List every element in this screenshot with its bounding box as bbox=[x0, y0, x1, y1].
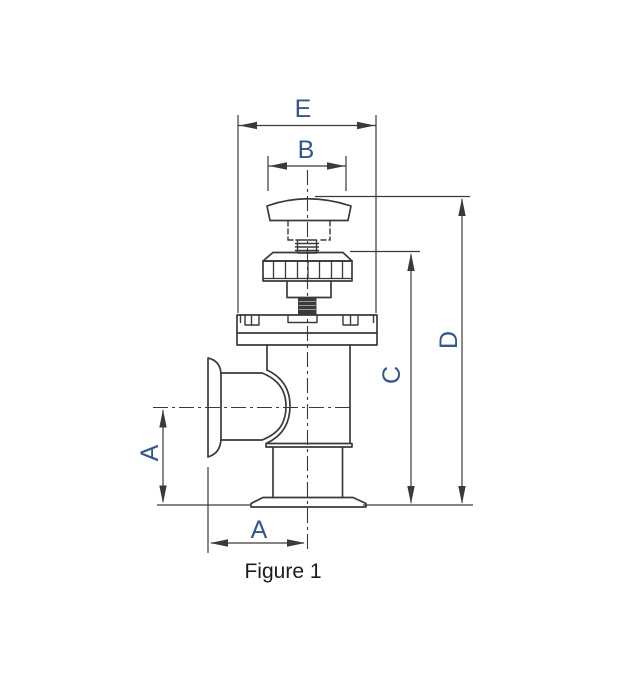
handwheel-cap bbox=[266, 197, 352, 222]
a-arrow-up bbox=[159, 409, 167, 428]
threaded-stem bbox=[298, 297, 317, 315]
bonnet-plate bbox=[236, 314, 378, 346]
e-arrow-right bbox=[357, 121, 375, 130]
dimension-d bbox=[315, 195, 470, 503]
dimension-label-e: E bbox=[295, 95, 312, 123]
e-arrow-left bbox=[239, 121, 257, 130]
knurl-segments bbox=[262, 260, 353, 280]
d-arrow-down bbox=[458, 486, 466, 504]
a-arrow-left bbox=[210, 539, 228, 547]
side-flange bbox=[207, 357, 222, 458]
bonnet-plate-details bbox=[239, 314, 375, 326]
dimension-label-group: E B C D A A bbox=[136, 95, 463, 544]
a-arrow-down bbox=[159, 485, 167, 504]
dimension-label-b: B bbox=[298, 136, 315, 164]
arrowheads bbox=[159, 121, 466, 547]
transition-curve-outer bbox=[266, 369, 291, 444]
dimension-label-a-horizontal: A bbox=[251, 516, 268, 544]
stem-threads bbox=[298, 301, 316, 310]
c-arrow-down bbox=[407, 486, 415, 504]
dimension-label-d: D bbox=[435, 331, 463, 349]
b-arrow-right bbox=[327, 162, 345, 170]
centerlines bbox=[153, 170, 350, 553]
dimension-c bbox=[350, 250, 420, 503]
d-arrow-up bbox=[458, 198, 466, 216]
dimension-a-vertical bbox=[157, 410, 250, 506]
dimension-label-a-vertical: A bbox=[136, 444, 164, 461]
knob-lower-block bbox=[286, 280, 332, 299]
dimension-lines bbox=[157, 115, 473, 553]
transition-curve-inner bbox=[261, 372, 287, 441]
b-arrow-left bbox=[269, 162, 287, 170]
bottom-flange bbox=[250, 496, 367, 508]
figure-caption: Figure 1 bbox=[244, 560, 321, 583]
hidden-neck bbox=[287, 220, 331, 241]
a-arrow-right bbox=[287, 539, 305, 547]
dimension-label-c: C bbox=[378, 366, 406, 384]
c-arrow-up bbox=[407, 253, 415, 271]
body-bottom-edge bbox=[265, 442, 353, 448]
dimension-e bbox=[237, 115, 377, 313]
valve-outline bbox=[207, 197, 378, 508]
